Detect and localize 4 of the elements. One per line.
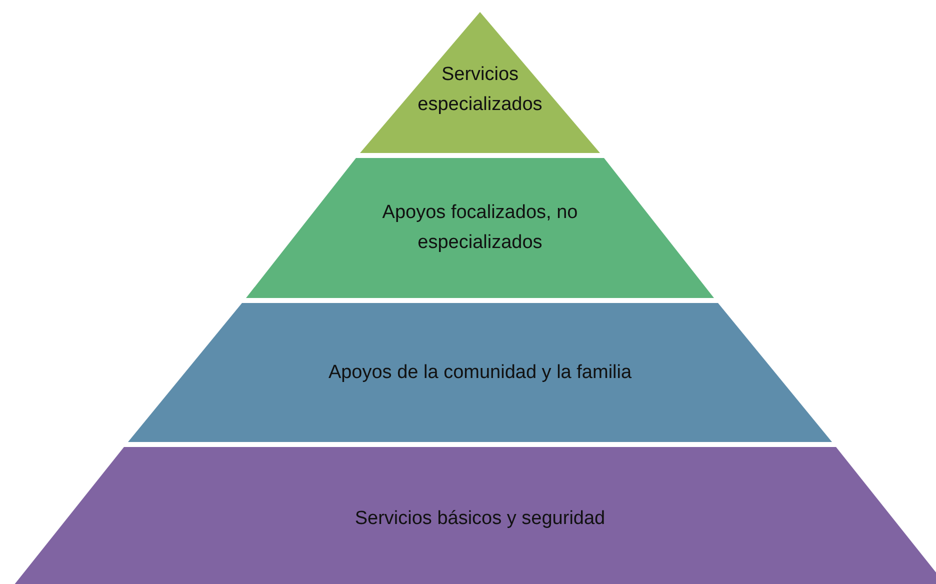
layer-label: Servicios especializados (416, 62, 544, 117)
layer-label: Apoyos de la comunidad y la familia (327, 360, 633, 384)
layer-label: Apoyos focalizados, no especializados (381, 201, 579, 255)
layer-label: Servicios básicos y seguridad (354, 506, 606, 530)
